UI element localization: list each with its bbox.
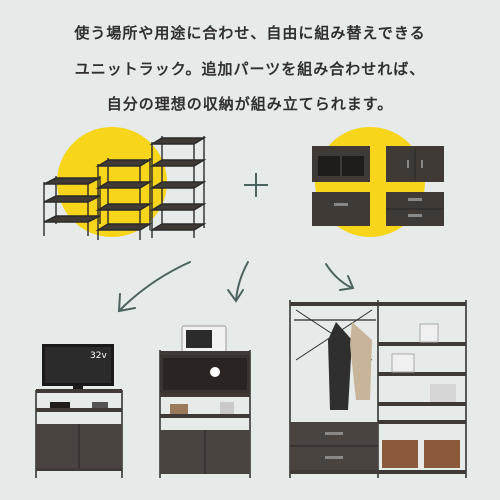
caption-line-3: 自分の理想の収納が組み立てられます。 bbox=[106, 95, 394, 113]
tv-stand-illustration: 32v bbox=[35, 344, 123, 478]
box-drawer-single bbox=[312, 192, 370, 226]
box-drawer-double bbox=[386, 192, 444, 226]
unit-racks-illustration bbox=[43, 136, 207, 240]
plus-icon bbox=[244, 173, 268, 197]
arrow-down-left-icon bbox=[117, 261, 191, 313]
caption-line-2: ユニットラック。追加パーツを組み合わせれば、 bbox=[74, 60, 426, 78]
rack-tall bbox=[149, 136, 207, 238]
arrow-down-icon bbox=[227, 261, 249, 303]
arrow-down-right-icon bbox=[325, 263, 355, 291]
kitchen-rack-illustration bbox=[159, 325, 251, 478]
rack-medium bbox=[95, 158, 153, 240]
wardrobe-rack-illustration bbox=[289, 300, 467, 478]
box-open-shelf bbox=[312, 146, 370, 182]
caption-line-1: 使う場所や用途に合わせ、自由に組み替えできる bbox=[74, 24, 426, 42]
storage-boxes-illustration bbox=[312, 146, 444, 226]
rack-small bbox=[43, 176, 101, 236]
tv-screen-label: 32v bbox=[90, 351, 107, 361]
box-sliding-door bbox=[386, 146, 444, 182]
